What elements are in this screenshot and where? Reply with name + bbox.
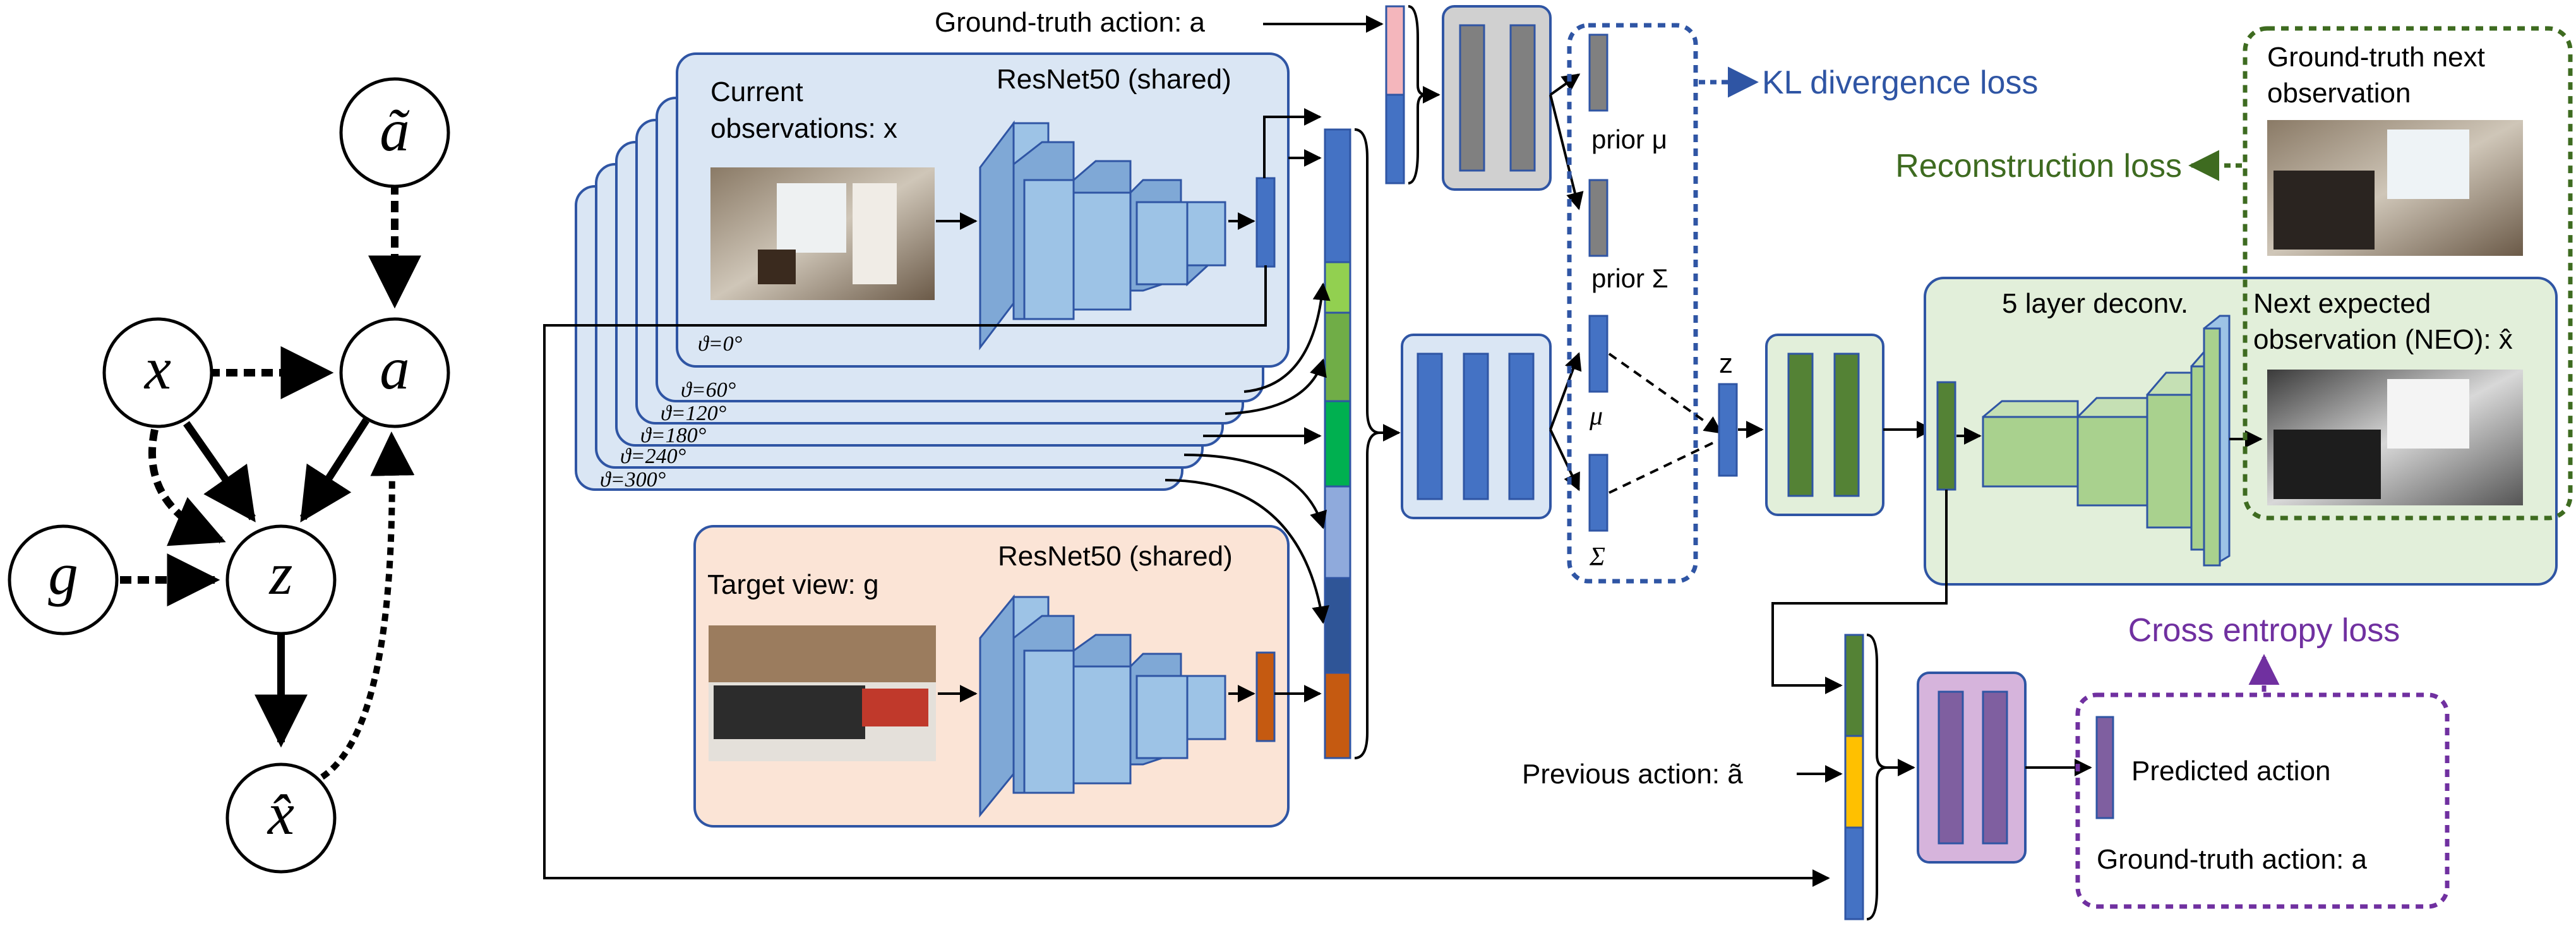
- node-x-hat: x̂: [225, 762, 337, 874]
- node-a: a: [339, 317, 450, 428]
- gt-action-top-label: Ground-truth action: a: [935, 7, 1206, 38]
- deconv-input-block: [1936, 381, 1956, 491]
- posterior-network: [1401, 334, 1552, 519]
- prev-action-label: Previous action: ã: [1522, 759, 1743, 790]
- prior-network: [1442, 5, 1552, 191]
- prior-mu-block: [1588, 33, 1609, 112]
- gt-next-image: [2267, 120, 2523, 256]
- target-view-panel: Target view: g ResNet50 (shared): [693, 525, 1290, 828]
- prior-mu-label: prior μ: [1591, 124, 1667, 154]
- svg-text:a: a: [380, 335, 410, 402]
- graphical-model: ã x a g z x̂: [8, 77, 450, 874]
- current-obs-label-2: observations: x: [710, 113, 897, 144]
- node-a-tilde: ã: [339, 77, 450, 188]
- node-x: x: [102, 317, 213, 428]
- kl-group: prior μ prior Σ μ Σ: [1567, 23, 1698, 584]
- current-observation-image: [710, 167, 935, 300]
- feature-vector-target: [1255, 651, 1276, 742]
- prior-sigma-label: prior Σ: [1591, 263, 1668, 293]
- node-g: g: [8, 524, 119, 636]
- neo-label-2: observation (NEO): x̂: [2253, 324, 2513, 355]
- sigma-label: Σ: [1589, 543, 1605, 572]
- sigma-block: [1588, 454, 1609, 532]
- edge-x-z: [183, 421, 256, 522]
- kl-loss-label: KL divergence loss: [1762, 64, 2038, 101]
- svg-text:x̂: x̂: [267, 780, 294, 847]
- action-input-vector: [1844, 634, 1864, 920]
- edge-x-z-dashed: [148, 428, 226, 546]
- deconv-label: 5 layer deconv.: [2002, 288, 2188, 319]
- predicted-action-label: Predicted action: [2131, 756, 2331, 786]
- node-z: z: [225, 524, 337, 636]
- angle-180: ϑ=180°: [640, 424, 707, 447]
- decoder-fc: [1765, 334, 1884, 516]
- concat-vector: [1324, 128, 1351, 759]
- mu-label: μ: [1589, 402, 1603, 431]
- predicted-action-block: [2095, 716, 2114, 819]
- resnet-bottom: [979, 594, 1226, 818]
- edge-xhat-a: [320, 431, 415, 780]
- target-view-image: [709, 625, 936, 761]
- recon-group: Ground-truth next observation: [2243, 26, 2573, 521]
- z-label: z: [1719, 348, 1733, 379]
- resnet-top: [979, 120, 1226, 351]
- mu-block: [1588, 315, 1609, 393]
- feature-vector-top: [1255, 177, 1276, 268]
- action-network: [1917, 672, 2027, 864]
- gt-next-label-2: observation: [2267, 78, 2411, 109]
- stack-connectors: [1165, 108, 1331, 702]
- angle-0: ϑ=0°: [698, 332, 743, 356]
- angle-120: ϑ=120°: [661, 402, 727, 425]
- svg-text:z: z: [268, 540, 293, 607]
- deconv-panel: 5 layer deconv. Next expected observatio…: [1924, 277, 2558, 586]
- x-skip-connector: [543, 265, 1830, 887]
- z-block: [1718, 383, 1738, 477]
- ce-loss-label: Cross entropy loss: [2128, 612, 2400, 649]
- svg-text:x: x: [143, 335, 171, 402]
- deconv-cubes: [1982, 315, 2231, 567]
- current-obs-label: Current: [710, 76, 803, 107]
- neo-label-1: Next expected: [2253, 288, 2431, 319]
- neo-image: [2267, 370, 2523, 505]
- prior-sigma-block: [1588, 179, 1609, 257]
- resnet-top-label: ResNet50 (shared): [997, 64, 1231, 95]
- recon-loss-label: Reconstruction loss: [1895, 148, 2182, 184]
- angle-60: ϑ=60°: [681, 378, 736, 402]
- gt-action-bottom-label: Ground-truth action: a: [2097, 844, 2368, 875]
- svg-text:g: g: [48, 540, 78, 607]
- angle-300: ϑ=300°: [600, 468, 666, 491]
- observation-stack: ϑ=300° ϑ=240° ϑ=180° ϑ=120° ϑ=60° ϑ=0° C…: [575, 52, 1290, 491]
- angle-240: ϑ=240°: [620, 445, 686, 468]
- target-view-label: Target view: g: [707, 569, 878, 600]
- resnet-bottom-label: ResNet50 (shared): [998, 541, 1233, 572]
- edge-a-z: [299, 418, 370, 523]
- prior-input-vector: [1385, 5, 1405, 184]
- svg-text:ã: ã: [380, 97, 410, 164]
- ce-group: Predicted action Ground-truth action: a: [2075, 692, 2450, 909]
- gt-next-label-1: Ground-truth next: [2267, 42, 2485, 73]
